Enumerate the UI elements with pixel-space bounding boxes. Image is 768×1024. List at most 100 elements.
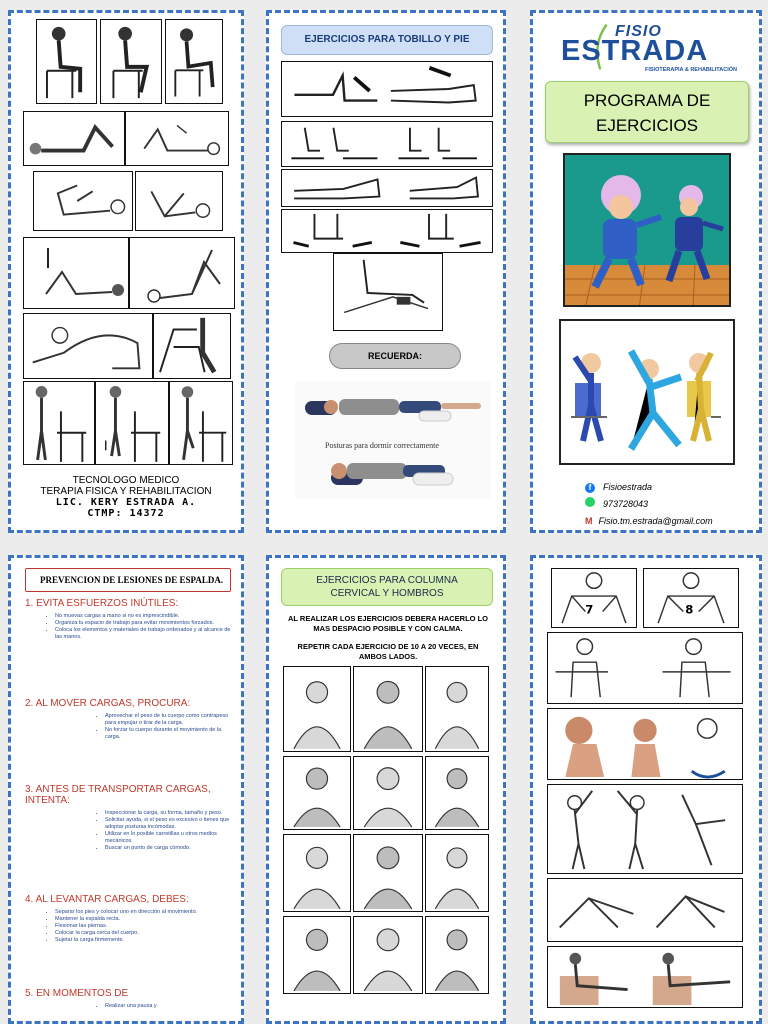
cover-image-grandmas [563, 153, 731, 307]
figure-feet-rotation [281, 121, 493, 167]
prevention-bullets: Realizar una pausa y [99, 1003, 231, 1010]
cervical-title-line1: EJERCICIOS PARA COLUMNA [316, 575, 458, 586]
figure-floor-stretch [547, 878, 743, 942]
contact-facebook[interactable]: f Fisioestrada [585, 479, 755, 496]
prevention-bullet: Flexionar las piernas. [55, 923, 231, 930]
prevention-heading: 5. EN MOMENTOS DE [25, 988, 129, 999]
prevention-section: 4. AL LEVANTAR CARGAS, DEBES: Separar los… [25, 894, 231, 944]
logo-tagline: FISIOTERAPIA & REHABILITACIÓN [645, 67, 737, 73]
prevention-heading: 1. EVITA ESFUERZOS INÚTILES: [25, 598, 179, 609]
cervical-title: EJERCICIOS PARA COLUMNA CERVICAL Y HOMBR… [281, 568, 493, 606]
logo-fisio: FISIO [615, 23, 662, 40]
recuerda-text: RECUERDA: [368, 351, 422, 361]
prevention-bullet: Inspeccionar la carga, su forma, tamaño … [105, 810, 231, 817]
recuerda-pill: RECUERDA: [329, 343, 461, 369]
prevention-bullet: No forzar tu cuerpo durante el movimient… [105, 727, 231, 741]
panel-back-injury-prevention: PREVENCION DE LESIONES DE ESPALDA. 1. EV… [8, 555, 244, 1024]
prevention-heading: 3. ANTES DE TRANSPORTAR CARGAS, INTENTA: [25, 784, 211, 806]
author-specialty: TERAPIA FISICA Y REHABILITACION [40, 486, 212, 497]
cervical-exercise-figure [353, 834, 423, 912]
figure-lying-knee-2 [125, 111, 229, 166]
figure-lying-knee-1 [23, 111, 125, 166]
prevention-section: 1. EVITA ESFUERZOS INÚTILES: No muevas ca… [25, 598, 231, 641]
figure-side-bend [547, 784, 743, 874]
figure-bridge-2 [129, 237, 235, 309]
prevention-heading: 2. AL MOVER CARGAS, PROCURA: [25, 698, 191, 709]
prevention-bullet: Solicitar ayuda, si el peso es excesivo … [105, 817, 231, 831]
figure-label-7: 7 [585, 602, 593, 616]
prevention-bullet: Aprovechar el peso de tu cuerpo como con… [105, 713, 231, 727]
ankle-foot-title-text: EJERCICIOS PARA TOBILLO Y PIE [304, 34, 470, 45]
figure-towel-stretch [333, 253, 443, 331]
figure-seated-1 [36, 19, 97, 104]
facebook-icon: f [585, 483, 595, 493]
prevention-bullet: No muevas cargas a mano si no es impresc… [55, 613, 231, 620]
figure-standing-calf-2 [95, 381, 169, 465]
figure-seated-3 [165, 19, 223, 104]
prevention-bullets: Aprovechar el peso de tu cuerpo como con… [99, 713, 231, 741]
sleep-caption: Posturas para dormir correctamente [325, 441, 439, 450]
sleep-posture-image: Posturas para dormir correctamente [295, 381, 491, 499]
whatsapp-icon [585, 497, 595, 507]
figure-standing-calf-3 [169, 381, 233, 465]
figure-shoulder-8: 8 [643, 568, 739, 628]
logo-estrada: ESTRADA [561, 35, 709, 67]
author-title: TECNOLOGO MEDICO [72, 475, 180, 486]
figure-foot-flex [281, 61, 493, 117]
panel-cover: FISIO ESTRADA FISIOTERAPIA & REHABILITAC… [530, 10, 762, 533]
author-license: CTMP: 14372 [87, 508, 165, 519]
contact-whatsapp[interactable]: 973728043 [585, 496, 755, 513]
cervical-exercise-figure [353, 916, 423, 994]
cervical-exercise-figure [283, 756, 351, 830]
figure-foot-point [281, 169, 493, 207]
logo: FISIO ESTRADA FISIOTERAPIA & REHABILITAC… [559, 17, 749, 81]
cervical-exercise-figure [353, 756, 423, 830]
cervical-exercise-figure [283, 916, 351, 994]
program-title: PROGRAMA DE EJERCICIOS [545, 81, 749, 143]
figure-chair-step [153, 313, 231, 379]
prevention-bullet: Coloca los elementos y materiales de tra… [55, 627, 231, 641]
prevention-bullet: Organiza tu espacio de trabajo para evit… [55, 620, 231, 627]
figure-bridge-1 [23, 237, 129, 309]
facebook-handle: Fisioestrada [603, 482, 653, 492]
figure-child-pose [23, 313, 153, 379]
prevention-section: 5. EN MOMENTOS DE Realizar una pausa y [25, 988, 231, 1010]
figure-leg-pull [135, 171, 223, 231]
cervical-exercise-figure [283, 666, 351, 752]
figure-standing-calf-1 [23, 381, 95, 465]
instruction-slow: AL REALIZAR LOS EJERCICIOS DEBERA HACERL… [287, 614, 488, 633]
prevention-section: 2. AL MOVER CARGAS, PROCURA: Aprovechar e… [25, 698, 231, 741]
cervical-instructions: AL REALIZAR LOS EJERCICIOS DEBERA HACERL… [283, 614, 493, 662]
cervical-figure-grid [283, 666, 493, 1021]
figure-neck-massage [547, 708, 743, 780]
cervical-exercise-figure [425, 666, 489, 752]
figure-feet-sides [281, 209, 493, 253]
program-title-line2: EJERCICIOS [595, 116, 699, 135]
panel-cervical-shoulders: EJERCICIOS PARA COLUMNA CERVICAL Y HOMBR… [266, 555, 506, 1024]
cover-image-seniors [559, 319, 735, 465]
back-prevention-title-text: PREVENCION DE LESIONES DE ESPALDA. [40, 575, 224, 585]
prevention-heading: 4. AL LEVANTAR CARGAS, DEBES: [25, 894, 189, 905]
prevention-bullets: Separar los pies y colocar uno en direcc… [49, 909, 231, 944]
logo-swoosh-icon [596, 23, 608, 70]
prevention-bullets: No muevas cargas a mano si no es impresc… [49, 613, 231, 641]
program-title-line1: PROGRAMA DE [583, 91, 711, 110]
ankle-foot-title: EJERCICIOS PARA TOBILLO Y PIE [281, 25, 493, 55]
figure-seated-leg-stretch [547, 946, 743, 1008]
contact-email[interactable]: M Fisio.tm.estrada@gmail.com [585, 513, 755, 530]
prevention-bullet: Buscar un punto de carga cómodo. [105, 845, 231, 852]
figure-knee-to-chest [33, 171, 133, 231]
contact-list: f Fisioestrada 973728043 M Fisio.tm.estrad… [585, 479, 755, 530]
instruction-repeat: REPETIR CADA EJERCICIO DE 10 A 20 VECES,… [297, 642, 479, 661]
email-address: Fisio.tm.estrada@gmail.com [598, 516, 713, 526]
cervical-exercise-figure [425, 756, 489, 830]
mail-icon: M [585, 516, 593, 526]
cervical-exercise-figure [425, 834, 489, 912]
figure-shoulder-7: 7 [551, 568, 637, 628]
author-name: LIC. KERY ESTRADA A. [55, 497, 197, 508]
whatsapp-number: 973728043 [603, 499, 649, 509]
prevention-bullet: Realizar una pausa y [105, 1003, 231, 1010]
cervical-exercise-figure [283, 834, 351, 912]
cervical-title-line2: CERVICAL Y HOMBROS [330, 588, 444, 599]
prevention-bullets: Inspeccionar la carga, su forma, tamaño … [99, 810, 231, 852]
